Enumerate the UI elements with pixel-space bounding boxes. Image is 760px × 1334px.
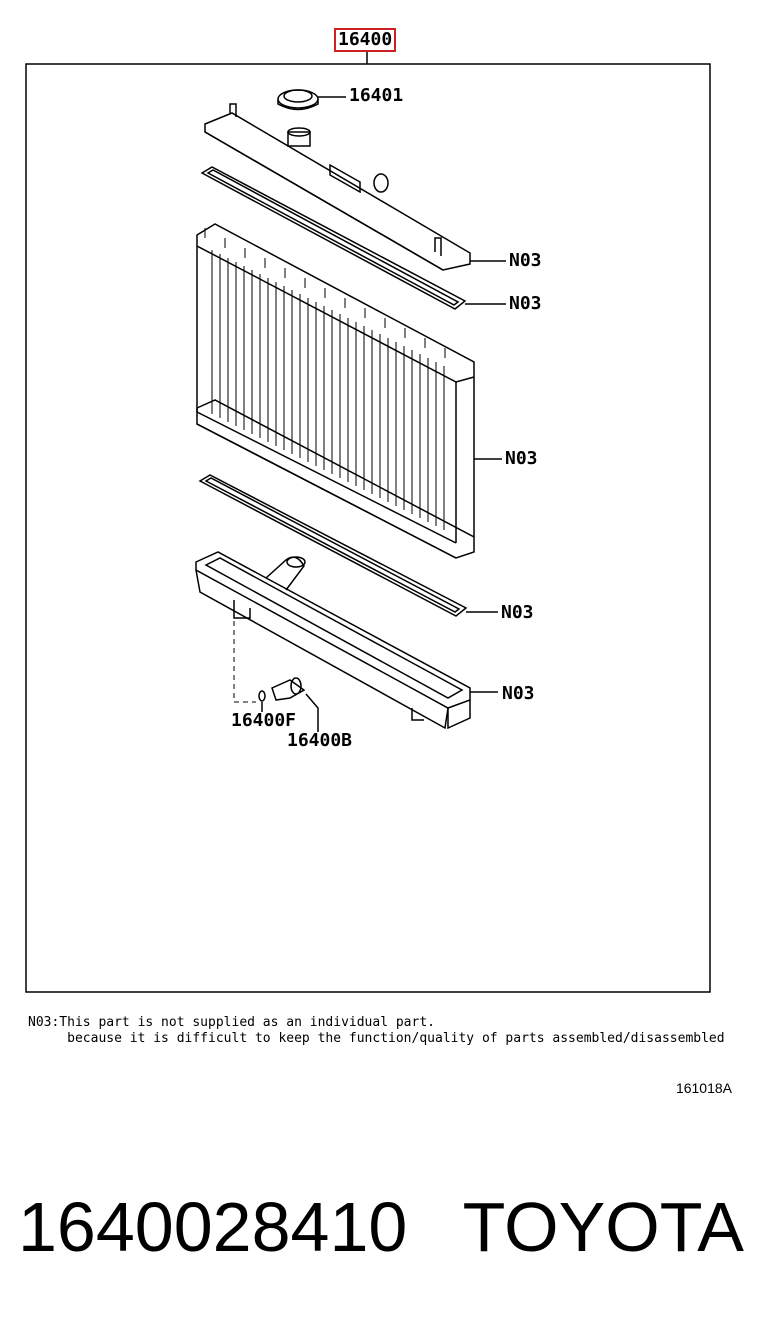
drain-oring-part xyxy=(258,690,266,702)
label-core: N03 xyxy=(505,448,538,469)
assembly-part-number: 16400 xyxy=(334,28,397,52)
label-cap: 16401 xyxy=(349,85,404,106)
diagram-ref-code: 161018A xyxy=(675,1080,732,1096)
label-upper-tank: N03 xyxy=(509,250,542,271)
label-upper-gasket: N03 xyxy=(509,293,542,314)
upper-tank-part xyxy=(204,103,471,271)
note-line-1: N03:This part is not supplied as an indi… xyxy=(28,1015,435,1030)
diagram-frame xyxy=(25,63,711,993)
note-line-2: because it is difficult to keep the func… xyxy=(28,1031,725,1046)
brand-name: TOYOTA xyxy=(462,1188,744,1266)
drain-cock-part xyxy=(271,677,306,701)
label-lower-tank: N03 xyxy=(502,683,535,704)
radiator-cap-part xyxy=(277,89,319,111)
part-number: 1640028410 xyxy=(18,1188,408,1266)
upper-gasket-part xyxy=(200,166,467,310)
drain-leader-line xyxy=(233,612,256,703)
label-drain-cock: 16400B xyxy=(287,730,353,751)
label-lower-gasket: N03 xyxy=(501,602,534,623)
label-drain-oring: 16400F xyxy=(231,710,297,731)
lower-tank-part xyxy=(195,551,471,730)
radiator-exploded-diagram xyxy=(25,52,711,993)
radiator-core-part xyxy=(196,223,475,559)
lower-gasket-part xyxy=(198,474,468,617)
note-text: N03:This part is not supplied as an indi… xyxy=(28,1015,725,1047)
